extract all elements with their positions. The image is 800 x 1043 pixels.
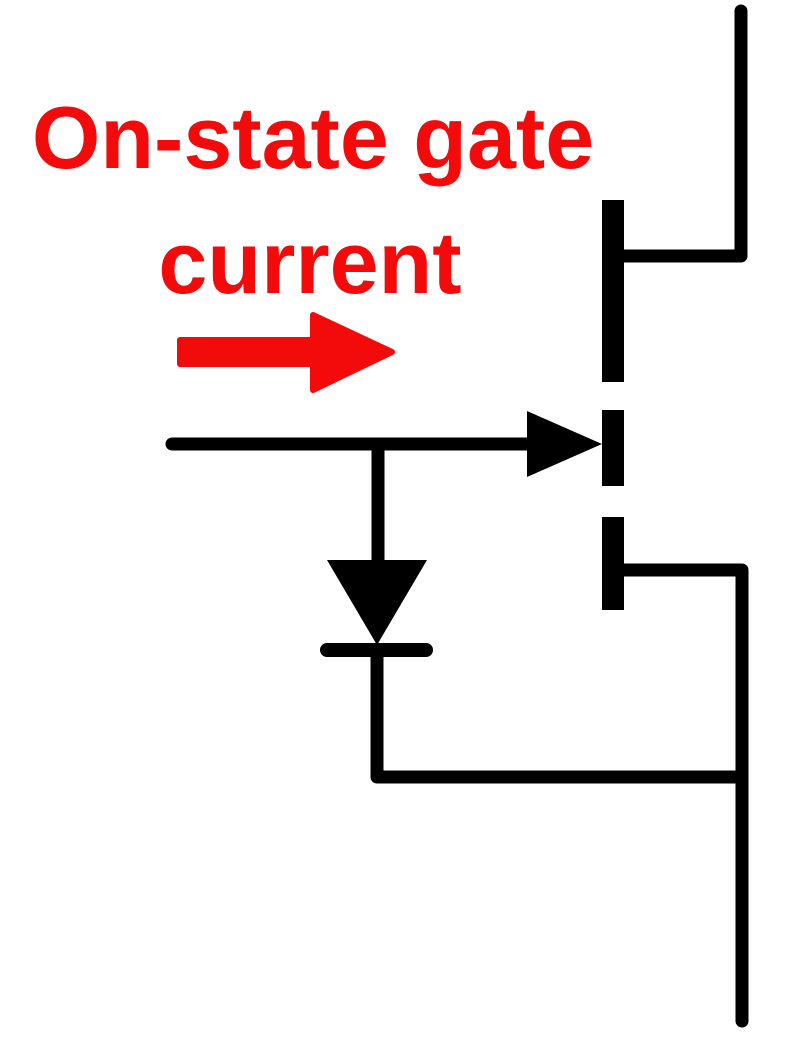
channel-bar-segment-top bbox=[602, 200, 624, 382]
drain-lead-wire bbox=[613, 4, 748, 263]
source-lead-wire bbox=[613, 563, 749, 1028]
annotation-label-line2: current bbox=[158, 213, 461, 312]
gate-source-diode bbox=[327, 560, 427, 645]
channel-bar-segment-middle bbox=[602, 410, 624, 486]
red-right-arrow-icon bbox=[177, 312, 395, 393]
annotation-label-line1: On-state gate bbox=[32, 88, 594, 187]
channel-bar-segment-bottom bbox=[602, 517, 624, 610]
gate-series-diode bbox=[527, 411, 602, 477]
source-return-wire bbox=[370, 645, 745, 784]
